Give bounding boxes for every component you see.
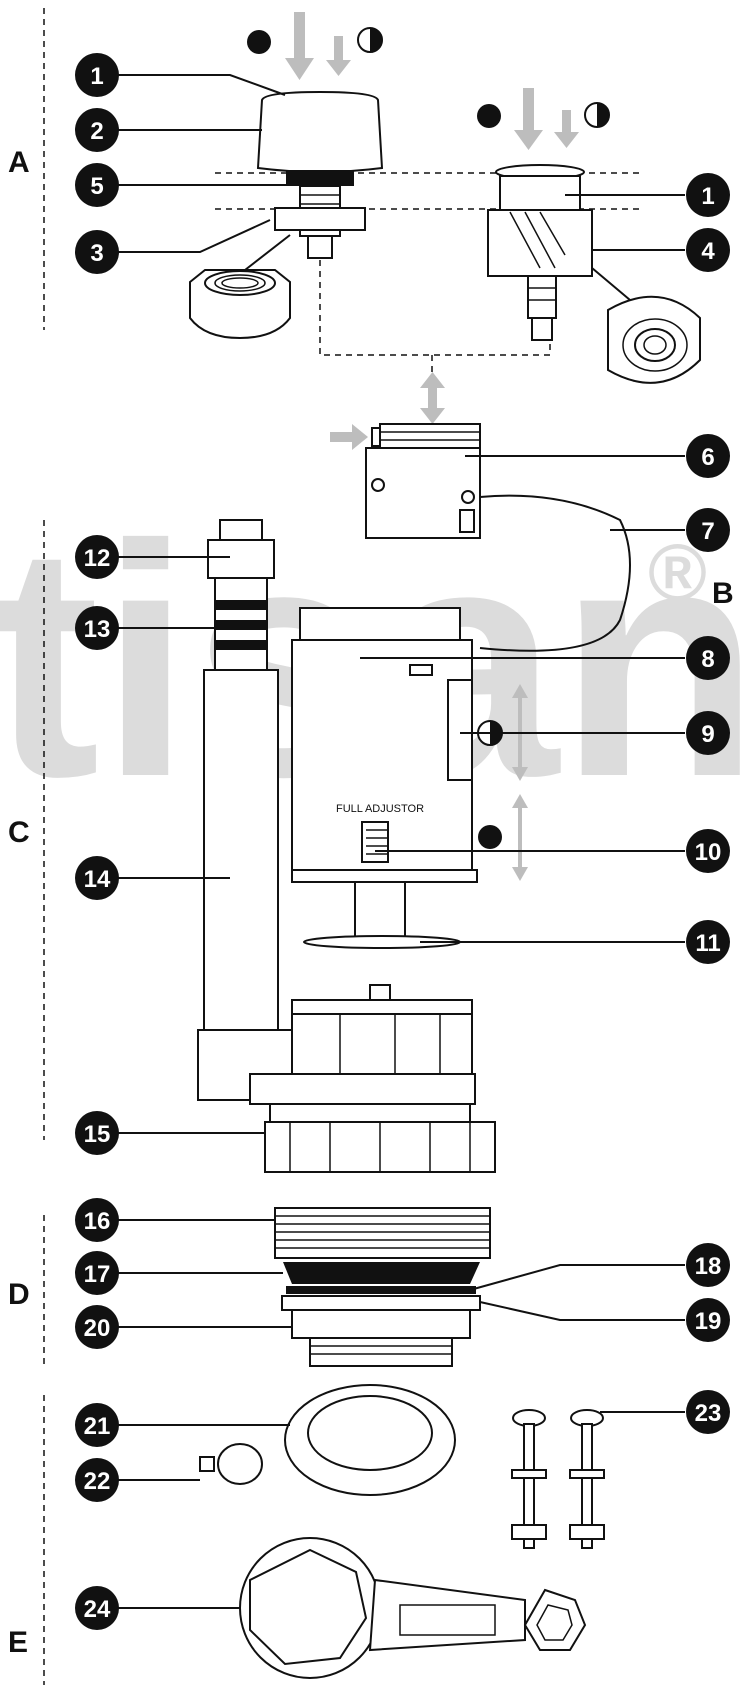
svg-text:4: 4 xyxy=(701,238,715,265)
callout-18: 18 xyxy=(686,1243,730,1287)
double-arrow-icon xyxy=(420,372,445,424)
svg-text:15: 15 xyxy=(84,1121,111,1148)
arrow-down-icon xyxy=(514,88,579,150)
callout-16: 16 xyxy=(75,1198,119,1242)
locknut-right xyxy=(607,295,701,384)
callout-21: 21 xyxy=(75,1403,119,1447)
svg-text:17: 17 xyxy=(84,1261,111,1288)
base-nut xyxy=(264,1121,496,1173)
callout-14: 14 xyxy=(75,856,119,900)
half-flush-icon xyxy=(584,102,610,128)
callout-6: 6 xyxy=(686,434,730,478)
section-label-a: A xyxy=(8,146,30,179)
rubber-plug xyxy=(199,1443,263,1485)
cable-connector xyxy=(365,423,481,539)
arrow-down-icon xyxy=(285,12,351,80)
svg-text:6: 6 xyxy=(701,444,714,471)
svg-text:9: 9 xyxy=(701,721,714,748)
callout-3: 3 xyxy=(75,230,119,274)
callout-17: 17 xyxy=(75,1251,119,1295)
section-label-b: B xyxy=(712,577,734,610)
svg-text:2: 2 xyxy=(90,118,103,145)
callout-4: 4 xyxy=(686,228,730,272)
svg-text:19: 19 xyxy=(695,1308,722,1335)
full-flush-icon xyxy=(477,104,501,128)
full-adjustor-label: FULL ADJUSTOR xyxy=(336,803,424,815)
cable xyxy=(479,494,631,652)
valve-base xyxy=(249,984,476,1125)
svg-text:10: 10 xyxy=(695,839,722,866)
callout-7: 7 xyxy=(686,508,730,552)
half-flush-icon xyxy=(357,27,383,53)
callout-11: 11 xyxy=(686,920,730,964)
svg-text:20: 20 xyxy=(84,1315,111,1342)
svg-text:14: 14 xyxy=(84,866,111,893)
svg-text:16: 16 xyxy=(84,1208,111,1235)
threaded-outlet xyxy=(274,1207,491,1367)
callout-15: 15 xyxy=(75,1111,119,1155)
cone-washer xyxy=(284,1384,456,1496)
callout-5: 5 xyxy=(75,163,119,207)
svg-text:11: 11 xyxy=(695,930,720,957)
section-label-e: E xyxy=(8,1626,28,1659)
section-label-c: C xyxy=(8,816,30,849)
callout-13: 13 xyxy=(75,606,119,650)
svg-text:23: 23 xyxy=(695,1400,722,1427)
svg-text:22: 22 xyxy=(84,1468,111,1495)
push-button-slim xyxy=(487,164,593,341)
section-label-d: D xyxy=(8,1278,30,1311)
callout-1: 1 xyxy=(75,53,119,97)
svg-text:1: 1 xyxy=(701,183,714,210)
callout-9: 9 xyxy=(686,711,730,755)
callout-23: 23 xyxy=(686,1390,730,1434)
flush-valve-body: FULL ADJUSTOR xyxy=(291,607,478,949)
svg-text:7: 7 xyxy=(701,518,714,545)
spanner-tool xyxy=(239,1537,587,1679)
svg-text:1: 1 xyxy=(90,63,103,90)
tank-bolts xyxy=(511,1409,605,1549)
svg-text:18: 18 xyxy=(695,1253,722,1280)
svg-text:21: 21 xyxy=(84,1413,111,1440)
arrow-right-icon xyxy=(330,424,368,450)
callout-2: 2 xyxy=(75,108,119,152)
push-button-round xyxy=(256,90,384,259)
callout-1b: 1 xyxy=(686,173,730,217)
callout-20: 20 xyxy=(75,1305,119,1349)
callout-22: 22 xyxy=(75,1458,119,1502)
locknut-left xyxy=(189,269,291,340)
svg-text:12: 12 xyxy=(84,545,111,572)
callout-8: 8 xyxy=(686,636,730,680)
svg-text:3: 3 xyxy=(90,240,103,267)
svg-text:5: 5 xyxy=(90,173,103,200)
full-flush-icon xyxy=(247,30,271,54)
callout-19: 19 xyxy=(686,1298,730,1342)
overflow-pipe xyxy=(197,519,295,1101)
full-flush-icon xyxy=(478,825,502,849)
callout-24: 24 xyxy=(75,1586,119,1630)
svg-text:24: 24 xyxy=(84,1596,111,1623)
svg-text:13: 13 xyxy=(84,616,111,643)
callout-12: 12 xyxy=(75,535,119,579)
svg-text:8: 8 xyxy=(701,646,714,673)
callout-10: 10 xyxy=(686,829,730,873)
